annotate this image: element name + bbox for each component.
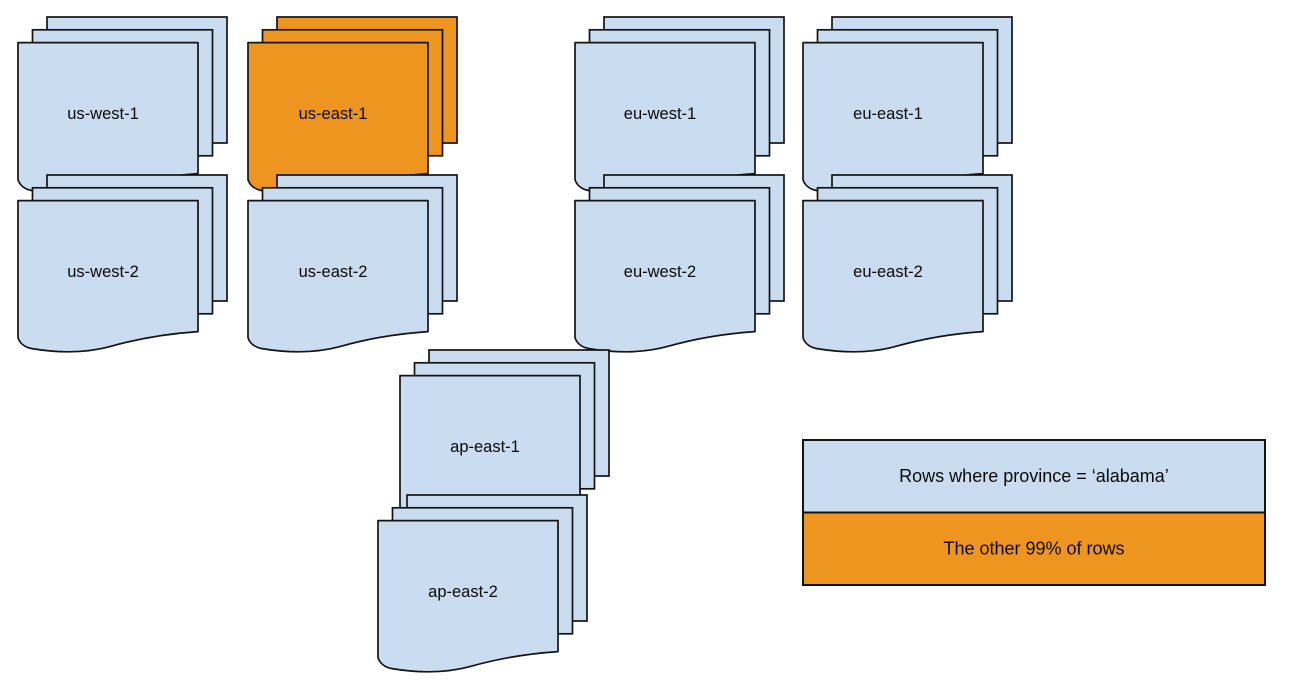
region-stack-eu-west-1[interactable]: eu-west-1 [574,16,785,195]
region-stack-eu-east-1[interactable]: eu-east-1 [802,16,1013,195]
region-stack-us-east-2[interactable]: us-east-2 [247,174,458,353]
legend-row-alabama-label: Rows where province = ‘alabama’ [899,466,1169,486]
legend: Rows where province = ‘alabama’ The other… [802,439,1266,586]
region-stack-label: eu-east-2 [853,263,923,281]
region-stack-eu-west-2[interactable]: eu-west-2 [574,174,785,353]
legend-row-alabama: Rows where province = ‘alabama’ [802,439,1266,514]
region-stack-group: us-west-1 us-east-1 eu-west-1 eu-east-1 us-w… [17,16,1013,673]
legend-row-other: The other 99% of rows [802,511,1266,586]
region-stack-us-west-1[interactable]: us-west-1 [17,16,228,195]
region-stack-us-east-1[interactable]: us-east-1 [247,16,458,195]
region-stack-ap-east-1[interactable]: ap-east-1 [399,349,610,528]
legend-row-alabama-swatch [802,439,1266,514]
region-stack-label: ap-east-2 [428,583,498,601]
region-stack-label: us-east-2 [299,263,368,281]
region-stack-label: us-west-1 [67,105,139,123]
legend-row-other-label: The other 99% of rows [943,539,1124,559]
legend-row-other-swatch [802,511,1266,586]
region-stack-label: eu-east-1 [853,105,923,123]
region-stack-label: eu-west-1 [624,105,696,123]
region-stack-label: us-west-2 [67,263,139,281]
region-stack-label: ap-east-1 [450,438,520,456]
region-stack-label: us-east-1 [299,105,368,123]
region-stack-us-west-2[interactable]: us-west-2 [17,174,228,353]
region-stack-eu-east-2[interactable]: eu-east-2 [802,174,1013,353]
region-stack-label: eu-west-2 [624,263,696,281]
region-stack-ap-east-2[interactable]: ap-east-2 [377,494,588,673]
